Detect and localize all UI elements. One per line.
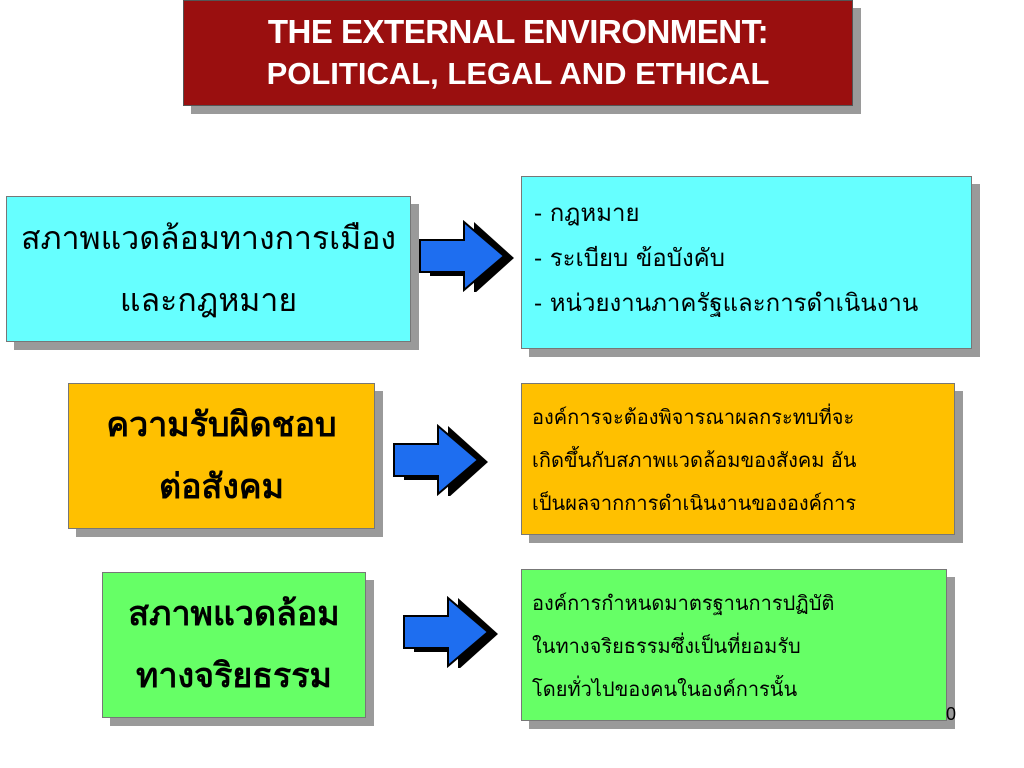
description-line: - กฎหมาย bbox=[534, 199, 640, 227]
description-ethical-environment: องค์การกำหนดมาตรฐานการปฏิบัติ ในทางจริยธ… bbox=[521, 569, 947, 721]
description-social-responsibility: องค์การจะต้องพิจารณาผลกระทบที่จะ เกิดขึ้… bbox=[521, 383, 955, 535]
description-line: องค์การจะต้องพิจารณาผลกระทบที่จะ bbox=[532, 405, 855, 429]
category-line: ความรับผิดชอบ bbox=[106, 405, 337, 445]
description-line: เกิดขึ้นกับสภาพแวดล้อมของสังคม อัน bbox=[532, 448, 857, 472]
category-line: และกฎหมาย bbox=[119, 281, 298, 319]
category-social-responsibility: ความรับผิดชอบ ต่อสังคม bbox=[68, 383, 375, 529]
description-line: - หน่วยงานภาครัฐและการดำเนินงาน bbox=[534, 289, 919, 317]
description-line: - ระเบียบ ข้อบังคับ bbox=[534, 244, 725, 272]
category-line: ต่อสังคม bbox=[158, 467, 284, 507]
arrow-right-icon bbox=[419, 220, 514, 292]
description-line: องค์การกำหนดมาตรฐานการปฏิบัติ bbox=[532, 591, 835, 615]
description-line: ในทางจริยธรรมซึ่งเป็นที่ยอมรับ bbox=[532, 634, 801, 658]
description-line: เป็นผลจากการดำเนินงานขององค์การ bbox=[532, 491, 857, 515]
title-line-1: THE EXTERNAL ENVIRONMENT: bbox=[267, 13, 769, 50]
category-political-legal: สภาพแวดล้อมทางการเมือง และกฎหมาย bbox=[6, 196, 411, 342]
page-number: 0 bbox=[946, 704, 957, 724]
category-line: สภาพแวดล้อม bbox=[128, 594, 340, 634]
arrow-right-icon bbox=[393, 424, 488, 496]
category-ethical-environment: สภาพแวดล้อม ทางจริยธรรม bbox=[102, 572, 366, 718]
category-line: ทางจริยธรรม bbox=[136, 656, 332, 696]
arrow-right-icon bbox=[403, 596, 498, 668]
title-line-2: POLITICAL, LEGAL AND ETHICAL bbox=[266, 56, 770, 91]
category-line: สภาพแวดล้อมทางการเมือง bbox=[20, 219, 397, 257]
description-political-legal: - กฎหมาย - ระเบียบ ข้อบังคับ - หน่วยงานภ… bbox=[521, 176, 972, 349]
description-line: โดยทั่วไปของคนในองค์การนั้น bbox=[532, 677, 798, 701]
title-box: THE EXTERNAL ENVIRONMENT: POLITICAL, LEG… bbox=[183, 0, 853, 106]
